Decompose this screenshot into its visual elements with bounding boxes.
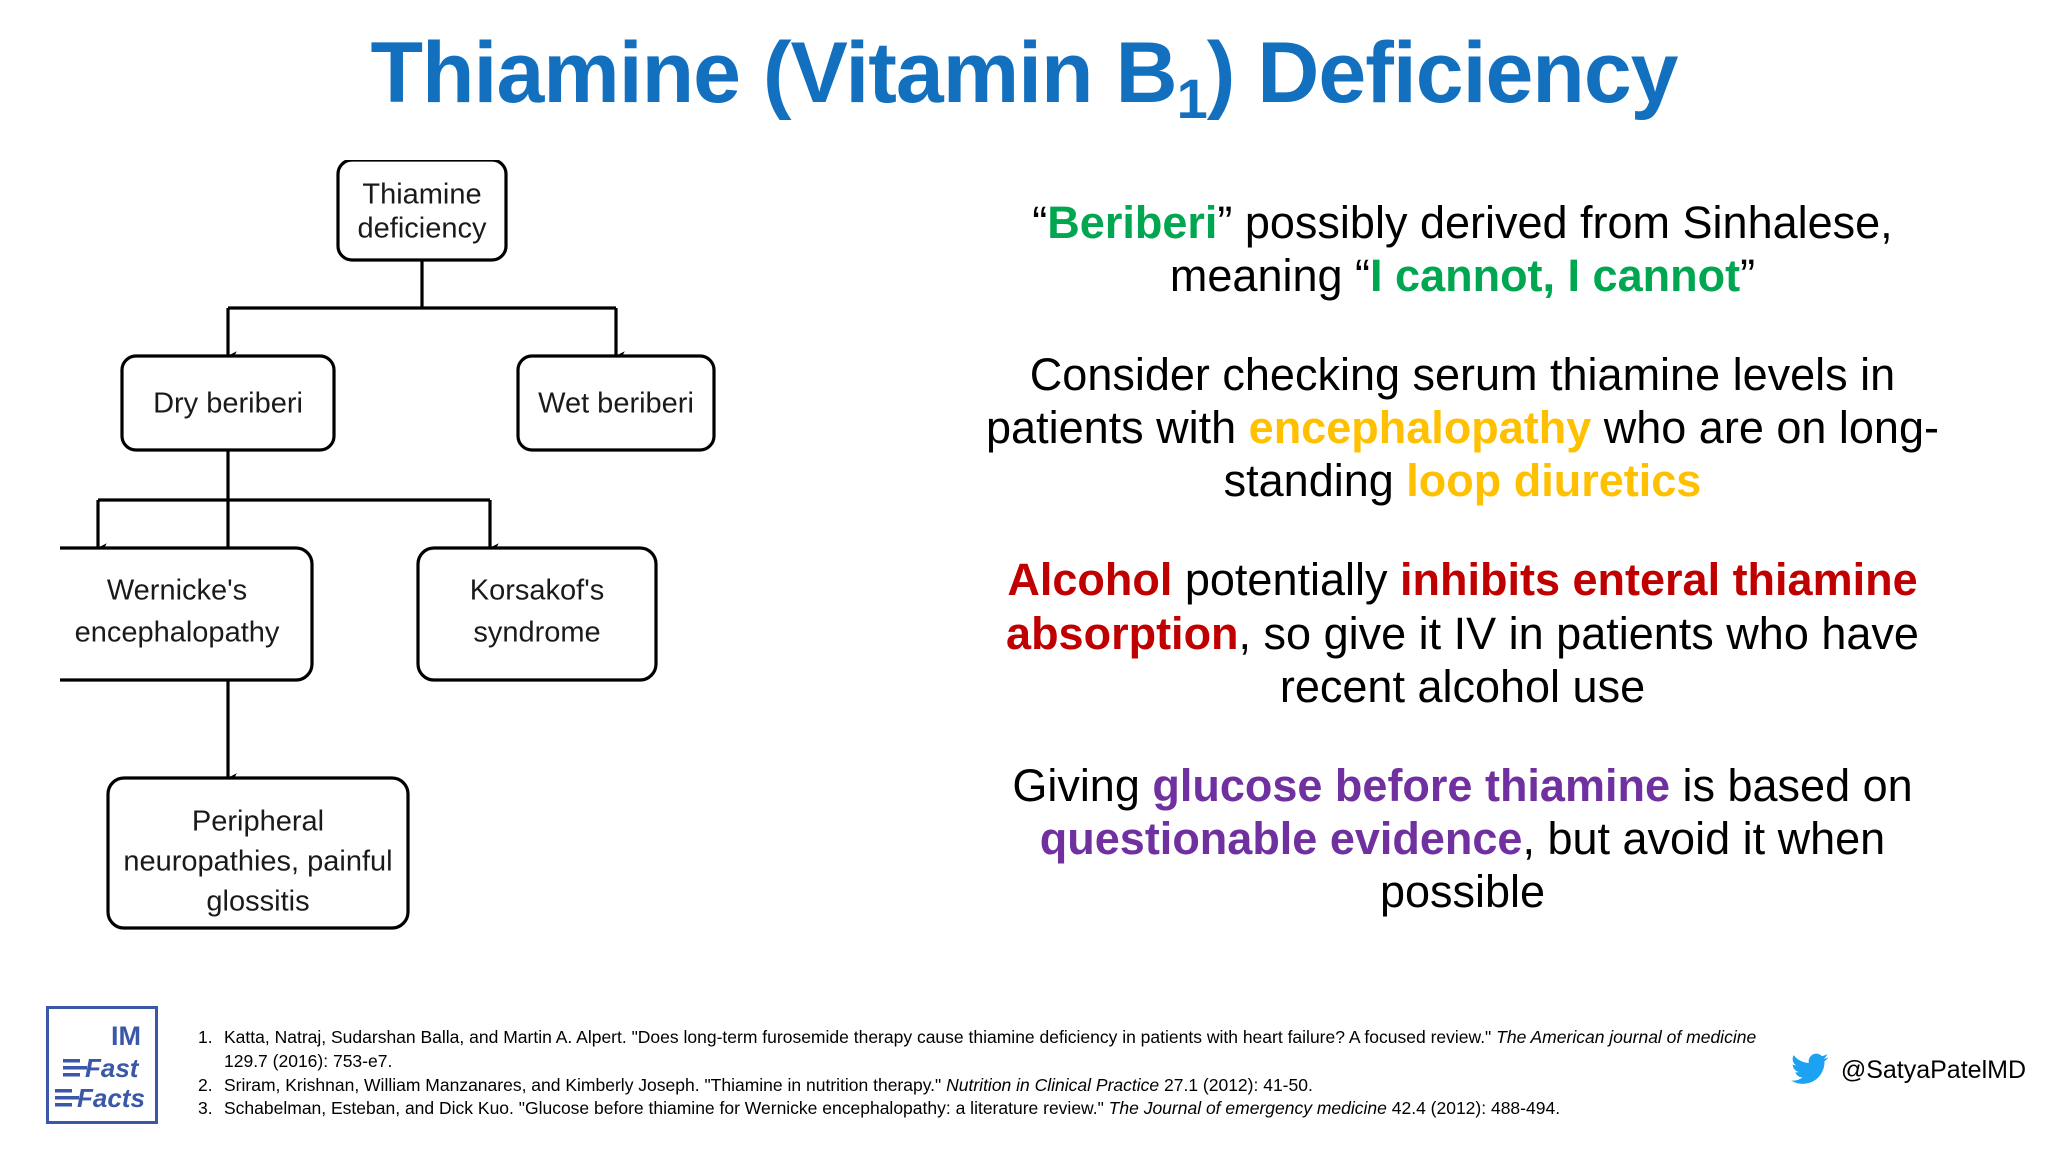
reference-item: 1. Katta, Natraj, Sudarshan Balla, and M… (198, 1026, 1798, 1074)
flow-node-peripheral-neuropathies[interactable]: Peripheral neuropathies, painful glossit… (106, 776, 410, 930)
flow-node-dry-beriberi[interactable]: Dry beriberi (120, 354, 336, 452)
fact-alcohol-absorption: Alcohol potentially inhibits enteral thi… (955, 553, 1970, 712)
plain-phrase: ” possibly derived from Sinhalese, meani… (1169, 197, 1893, 302)
references-list: 1. Katta, Natraj, Sudarshan Balla, and M… (198, 1026, 1798, 1121)
flow-node-line: Wet beriberi (538, 388, 694, 420)
plain-phrase: , so give it IV in patients who have rec… (1238, 607, 1919, 712)
highlighted-phrase: encephalopathy (1248, 402, 1592, 454)
reference-number: 3. (198, 1098, 213, 1119)
plain-phrase: who are on long-standing (1223, 402, 1939, 507)
highlighted-phrase: Alcohol (1007, 554, 1173, 606)
reference-item: 3. Schabelman, Esteban, and Dick Kuo. "G… (198, 1097, 1798, 1121)
plain-phrase: potentially (1172, 554, 1401, 606)
logo-line-facts: Facts (77, 1083, 145, 1113)
plain-phrase: “ (1032, 197, 1048, 248)
twitter-icon (1789, 1053, 1829, 1087)
twitter-handle[interactable]: @SatyaPatelMD (1789, 1053, 2026, 1087)
highlighted-phrase: loop diuretics (1406, 455, 1702, 507)
flow-node-line: glossitis (206, 886, 309, 918)
page-title-tail: ) Deficiency (1206, 25, 1679, 121)
logo-speed-lines-2 (55, 1089, 79, 1107)
thiamine-deficiency-flowchart: Thiamine deficiency Dry beriberi Wet ber… (60, 160, 940, 980)
reference-segment: Sriram, Krishnan, William Manzanares, an… (224, 1074, 947, 1095)
flow-node-korsakofs-syndrome[interactable]: Korsakof's syndrome (416, 546, 658, 682)
reference-text: Katta, Natraj, Sudarshan Balla, and Mart… (224, 1026, 1798, 1074)
plain-phrase: Consider checking serum thiamine levels … (986, 349, 1896, 454)
twitter-handle-text: @SatyaPatelMD (1840, 1055, 2026, 1084)
journal-name: The American journal of medicine (1496, 1027, 1757, 1047)
flow-node-line: Thiamine (362, 179, 481, 211)
reference-item: 2. Sriram, Krishnan, William Manzanares,… (198, 1074, 1798, 1098)
key-facts-panel: “Beriberi” possibly derived from Sinhale… (955, 196, 1970, 918)
highlighted-phrase: Beriberi (1047, 197, 1218, 248)
reference-segment: 129.7 (2016): 753-e7. (224, 1050, 393, 1071)
plain-phrase: ” (1740, 250, 1756, 302)
flow-node-thiamine-deficiency[interactable]: Thiamine deficiency (336, 160, 508, 262)
journal-name: The Journal of emergency medicine (1108, 1098, 1387, 1119)
plain-phrase: is based on (1670, 759, 1913, 811)
fact-glucose-before-thiamine: Giving glucose before thiamine is based … (955, 759, 1970, 918)
reference-number: 2. (198, 1074, 213, 1095)
reference-segment: Schabelman, Esteban, and Dick Kuo. "Gluc… (224, 1098, 1109, 1119)
flow-node-line: neuropathies, painful (123, 846, 392, 878)
reference-text: Sriram, Krishnan, William Manzanares, an… (224, 1074, 1798, 1098)
flow-node-line: syndrome (473, 617, 600, 649)
flow-node-wernickes-encephalopathy[interactable]: Wernicke's encephalopathy (60, 546, 314, 682)
plain-phrase: Giving (1012, 759, 1153, 811)
reference-number: 1. (198, 1027, 213, 1047)
fact-beriberi-etymology: “Beriberi” possibly derived from Sinhale… (955, 196, 1970, 302)
flow-node-line: Wernicke's (107, 575, 247, 607)
logo-line-fast: Fast (85, 1053, 140, 1083)
highlighted-phrase: glucose before thiamine (1152, 759, 1670, 811)
flow-node-line: deficiency (358, 213, 487, 245)
highlighted-phrase: I cannot, I cannot (1370, 250, 1741, 302)
flow-node-wet-beriberi[interactable]: Wet beriberi (516, 354, 716, 452)
flow-node-line: Dry beriberi (153, 388, 303, 420)
logo-line-im: IM (111, 1021, 141, 1051)
reference-segment: 27.1 (2012): 41-50. (1159, 1074, 1313, 1095)
plain-phrase: , but avoid it when possible (1379, 812, 1886, 917)
flow-node-line: Korsakof's (470, 575, 604, 607)
page-title-subscript: 1 (1176, 67, 1208, 130)
reference-segment: Katta, Natraj, Sudarshan Balla, and Mart… (224, 1027, 1497, 1047)
flow-node-line: encephalopathy (75, 617, 280, 649)
reference-text: Schabelman, Esteban, and Dick Kuo. "Gluc… (224, 1097, 1798, 1121)
reference-segment: 42.4 (2012): 488-494. (1386, 1098, 1561, 1119)
flow-node-line: Peripheral (192, 806, 324, 838)
logo-speed-lines-1 (63, 1059, 87, 1077)
fact-serum-thiamine-levels: Consider checking serum thiamine levels … (955, 348, 1970, 507)
page-title-main: Thiamine (Vitamin B (370, 25, 1177, 121)
page-title: Thiamine (Vitamin B1) Deficiency (0, 24, 2048, 130)
journal-name: Nutrition in Clinical Practice (946, 1074, 1160, 1095)
highlighted-phrase: questionable evidence (1039, 812, 1523, 864)
highlighted-phrase: inhibits enteral thiamine absorption (1006, 554, 1918, 659)
im-fast-facts-logo: IM Fast Facts (46, 1006, 158, 1124)
